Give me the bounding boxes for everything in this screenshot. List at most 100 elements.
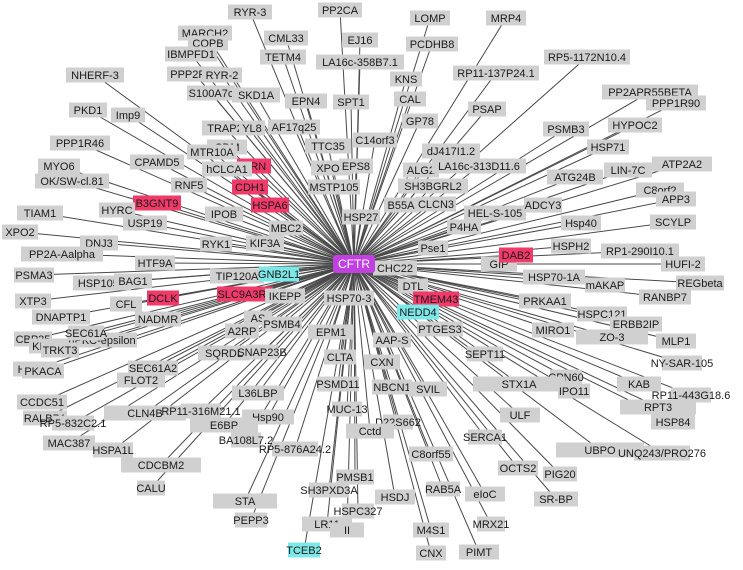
node-ubpo[interactable]: UBPO [556, 442, 644, 458]
node-tetm4[interactable]: TETM4 [260, 49, 306, 65]
node-tip120a[interactable]: TIP120A [210, 268, 264, 284]
node-dab2[interactable]: DAB2 [499, 247, 533, 263]
node-xpo2[interactable]: XPO2 [2, 224, 38, 240]
node-pimt[interactable]: PIMT [459, 544, 499, 560]
node-nadmr[interactable]: NADMR [135, 311, 181, 327]
node-lin-7c[interactable]: LIN-7C [604, 162, 652, 178]
node-svil[interactable]: SVIL [409, 381, 447, 397]
node-ttc35[interactable]: TTC35 [305, 138, 351, 154]
node-p4ha[interactable]: P4HA [447, 219, 481, 235]
node-erbb2ip[interactable]: ERBB2IP [610, 316, 662, 332]
node-rp11-316m21-1[interactable]: RP11-316M21.1 [161, 403, 241, 419]
node-b3gnt9[interactable]: B3GNT9 [133, 195, 181, 211]
node-chc22[interactable]: CHC22 [373, 260, 417, 276]
node-stx1a[interactable]: STX1A [473, 376, 565, 392]
node-cpamd5[interactable]: CPAMD5 [130, 154, 184, 170]
node-snap23b[interactable]: SNAP23B [237, 344, 287, 360]
node-ptges3[interactable]: PTGES3 [417, 321, 463, 337]
node-rnf5[interactable]: RNF5 [171, 177, 207, 193]
node-miro1[interactable]: MIRO1 [532, 322, 574, 338]
node-nedd4[interactable]: NEDD4 [397, 304, 439, 320]
node-ppp1r90[interactable]: PPP1R90 [646, 95, 706, 111]
node-ii[interactable]: II [330, 522, 364, 538]
node-pp2a-aalpha[interactable]: PP2A-Aalpha [21, 246, 103, 262]
node-a2rp[interactable]: A2RP [225, 323, 259, 339]
node-ryk1[interactable]: RYK1 [200, 236, 232, 252]
node-nherf-3[interactable]: NHERF-3 [66, 67, 124, 83]
node-hsph2[interactable]: HSPH2 [551, 238, 591, 254]
node-af17q25[interactable]: AF17q25 [268, 119, 320, 135]
node-tceb2[interactable]: TCEB2 [286, 542, 322, 558]
node-c14orf3[interactable]: C14orf3 [353, 132, 397, 148]
node-cml33[interactable]: CML33 [264, 30, 308, 46]
node-htf9a[interactable]: HTF9A [135, 255, 175, 271]
node-e6bp[interactable]: E6BP [190, 417, 258, 433]
node-hsp71[interactable]: HSP71 [587, 139, 629, 155]
node-sec61a2[interactable]: SEC61A2 [128, 360, 178, 376]
node-pig20[interactable]: PIG20 [543, 466, 577, 482]
node-sh3bgrl2[interactable]: SH3BGRL2 [398, 178, 468, 194]
node-ipo11[interactable]: IPO11 [558, 383, 590, 399]
node-nbcn1[interactable]: NBCN1 [372, 379, 412, 395]
node-mtr10a[interactable]: MTR10A [187, 144, 237, 160]
node-hspc327[interactable]: HSPC327 [334, 503, 383, 519]
node-ppp1r46[interactable]: PPP1R46 [50, 135, 110, 151]
node-pkaca[interactable]: PKACA [22, 363, 64, 379]
node-scylp[interactable]: SCYLP [650, 214, 696, 230]
node-trkt3[interactable]: TRKT3 [41, 342, 79, 358]
node-psap[interactable]: PSAP [468, 101, 506, 117]
node-epm1[interactable]: EPM1 [308, 324, 354, 340]
node-mbc2[interactable]: MBC2 [269, 220, 303, 236]
node-hsp40[interactable]: Hsp40 [561, 215, 601, 231]
node-rp5-1172n10-4[interactable]: RP5-1172N10.4 [544, 49, 630, 65]
node-clcn3[interactable]: CLCN3 [416, 196, 456, 212]
node-cdcbm2[interactable]: CDCBM2 [121, 457, 201, 473]
node-cfl[interactable]: CFL [110, 296, 142, 312]
node-ok-sw-cl-81[interactable]: OK/SW-cl.81 [35, 173, 109, 189]
node-cctd[interactable]: Cctd [346, 423, 394, 439]
node-hspa6[interactable]: HSPA6 [251, 197, 289, 213]
node-hypoc2[interactable]: HYPOC2 [608, 117, 662, 133]
node-zo-3[interactable]: ZO-3 [576, 329, 648, 345]
node-l36lbp[interactable]: L36LBP [232, 385, 284, 401]
node-sept11[interactable]: SEPT11 [465, 346, 505, 362]
node-pmsb1[interactable]: PMSB1 [336, 469, 374, 485]
node-pse1[interactable]: Pse1 [418, 240, 448, 256]
node-pkd1[interactable]: PKD1 [69, 102, 107, 118]
node-skd1a[interactable]: SKD1A [232, 87, 280, 103]
node-tiam1[interactable]: TIAM1 [17, 205, 63, 221]
node-sec61a[interactable]: SEC61A [65, 325, 108, 341]
node-dj417i1-2[interactable]: dJ417I1.2 [422, 143, 480, 159]
node-b55a[interactable]: B55A [384, 197, 418, 213]
node-ryr-2[interactable]: RYR-2 [202, 67, 242, 83]
node-slc9a3r1[interactable]: SLC9A3R1 [217, 286, 273, 302]
node-psmb4[interactable]: PSMB4 [262, 316, 302, 332]
node-hclca1[interactable]: hCLCA1 [202, 161, 252, 177]
node-sqrdl[interactable]: SQRDL [198, 345, 250, 361]
node-flot2[interactable]: FLOT2 [117, 372, 165, 388]
node-psma3[interactable]: PSMA3 [14, 267, 54, 283]
node-cal[interactable]: CAL [394, 91, 426, 107]
node-dclk[interactable]: DCLK [147, 290, 179, 306]
node-rpt3[interactable]: RPT3 [620, 399, 696, 415]
node-muc-13[interactable]: MUC-13 [327, 401, 368, 417]
node-mstp105[interactable]: MSTP105 [308, 179, 360, 195]
node-aap-s[interactable]: AAP-S [373, 332, 411, 348]
node-mac387[interactable]: MAC387 [43, 435, 95, 451]
node-ulf[interactable]: ULF [500, 407, 540, 423]
node-ba108l7-2[interactable]: BA108L7.2 [219, 432, 273, 448]
node-psmd11[interactable]: PSMD11 [316, 376, 360, 392]
node-prkaa1[interactable]: PRKAA1 [519, 293, 571, 309]
node-cxn[interactable]: CXN [364, 354, 400, 370]
node-ikepp[interactable]: IKEPP [265, 288, 305, 304]
node-sh3pxd3a[interactable]: SH3PXD3A [300, 482, 358, 498]
node-eps8[interactable]: EPS8 [339, 158, 373, 174]
node-pcdhb8[interactable]: PCDHB8 [406, 36, 458, 52]
node-c8orf55[interactable]: C8orf55 [409, 446, 453, 462]
node-ej16[interactable]: EJ16 [342, 32, 378, 48]
node-octs2[interactable]: OCTS2 [498, 460, 538, 476]
node-hsp27[interactable]: HSP27 [342, 209, 380, 225]
node-hyrc[interactable]: HYRC [99, 202, 135, 218]
node-atg24b[interactable]: ATG24B [547, 169, 603, 185]
node-psmb3[interactable]: PSMB3 [543, 121, 589, 137]
